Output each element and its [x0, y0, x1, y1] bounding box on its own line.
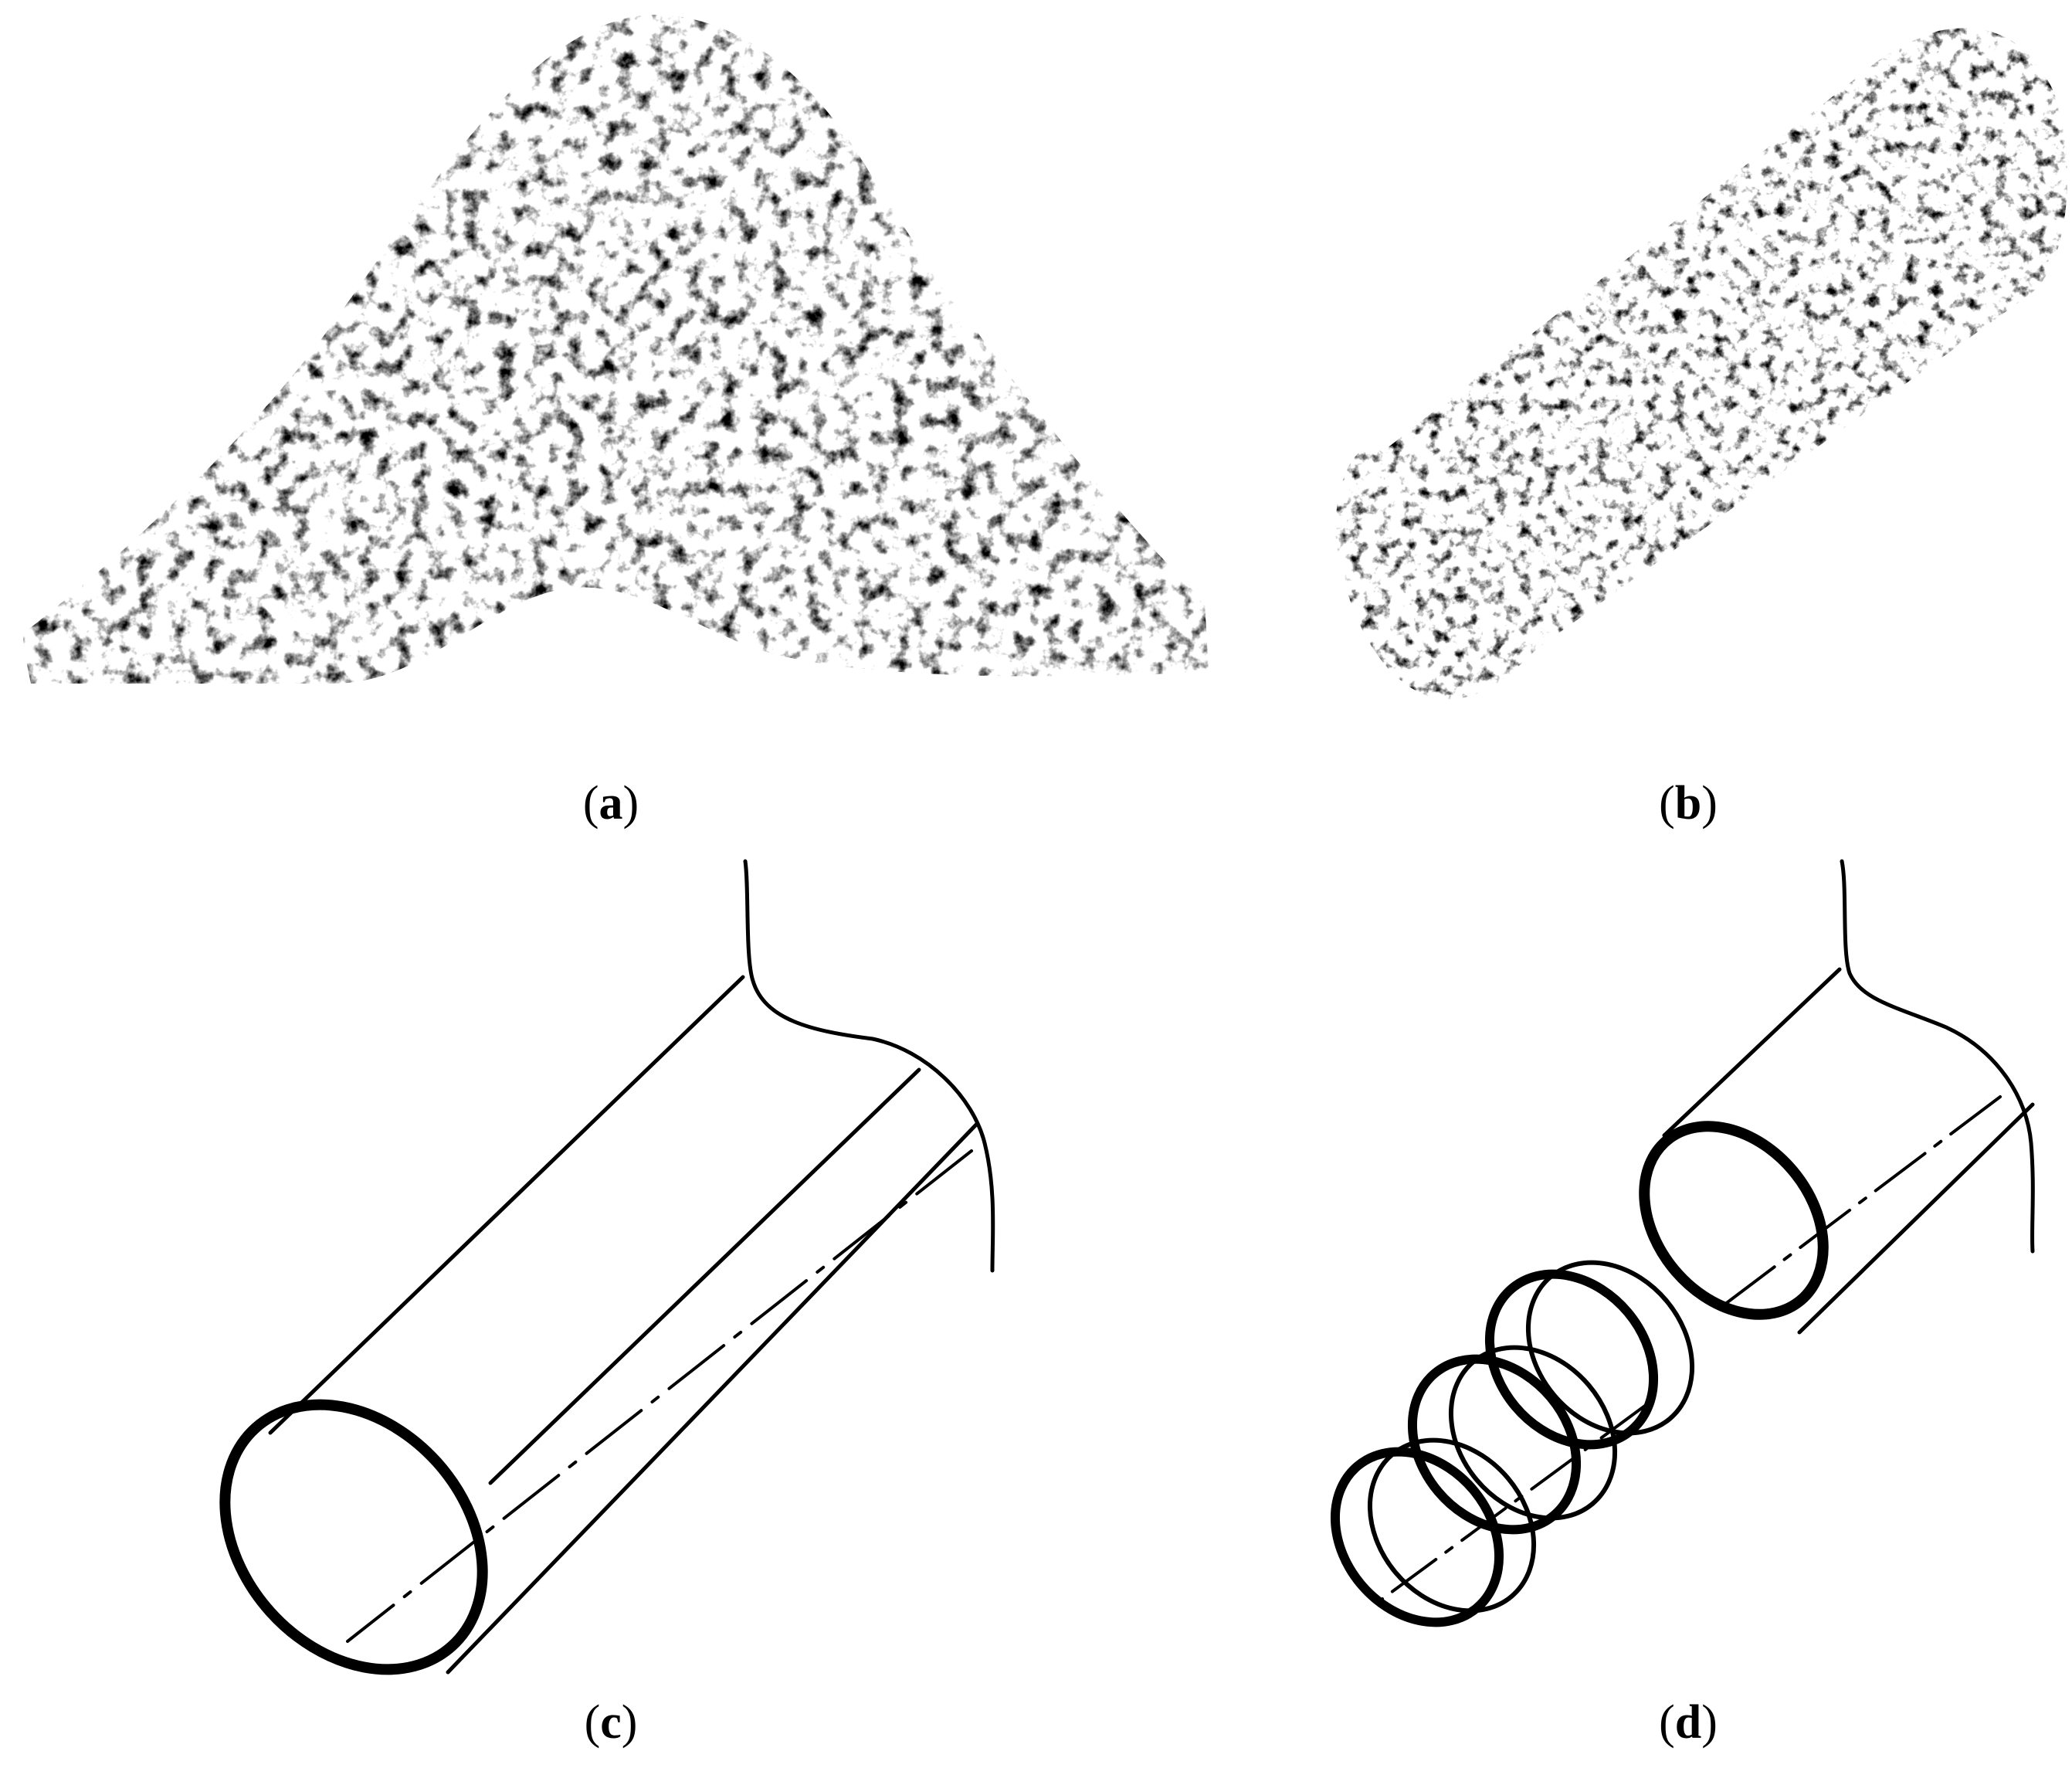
speckle-hump — [23, 15, 1209, 684]
cylinder-inner-line — [488, 1067, 921, 1485]
cylinder-top-edge — [1662, 967, 1842, 1138]
panel-b: (b) — [1335, 28, 2067, 830]
speckle-cylinder — [1335, 28, 2067, 700]
hump-profile-line — [743, 859, 995, 1273]
caption-b: (b) — [1659, 777, 1718, 830]
cylinder-bottom-edge — [446, 1122, 979, 1675]
cylinder-top-edge — [268, 975, 745, 1435]
caption-d: (d) — [1659, 1696, 1718, 1749]
cylinder-end-ring — [1639, 1121, 1829, 1320]
cylinder-end-ring — [219, 1399, 488, 1675]
panel-d: (d) — [1330, 859, 2035, 1749]
caption-a: (a) — [583, 777, 639, 830]
cylinder-bottom-edge — [1797, 1102, 2035, 1335]
ring-axis-dashed — [1381, 1404, 1646, 1600]
cylinder-axis-dashed — [1717, 1095, 2002, 1311]
ring-segment-2 — [1407, 1345, 1618, 1535]
ring-segment-1 — [1484, 1260, 1695, 1450]
panel-a: (a) — [23, 15, 1209, 830]
cylinder-axis-dashed — [346, 1149, 973, 1643]
caption-c: (c) — [585, 1696, 638, 1749]
ring-segment-3 — [1330, 1437, 1537, 1627]
hump-profile-line — [1840, 859, 2035, 1254]
panel-c: (c) — [219, 859, 995, 1749]
